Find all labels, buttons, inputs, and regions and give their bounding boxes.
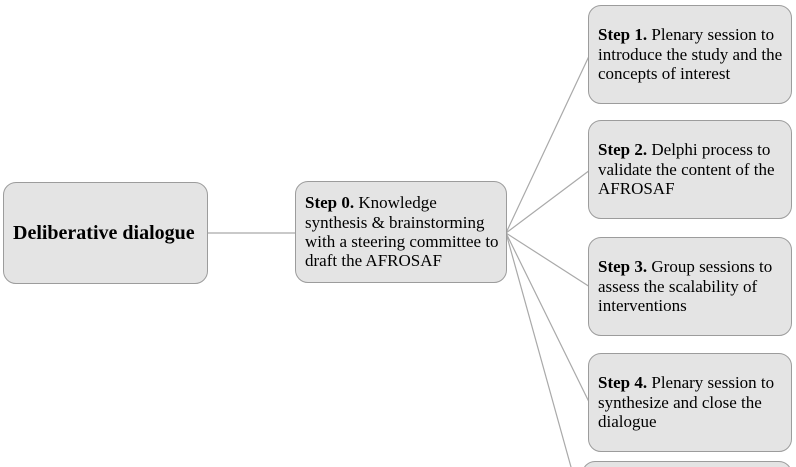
connector-hub-to-step2 [505,169,591,234]
connector-hub-to-step5 [505,232,572,467]
connector-hub-to-step3 [505,232,591,288]
step-box-1-label: Step 1. Plenary session to introduce the… [589,21,791,87]
connector-hub-to-step4 [505,232,591,405]
step-1-number: Step 1. [598,25,648,45]
step-box-4-label: Step 4. Plenary session to synthesize an… [589,369,791,435]
hub-box-label: Step 0. Knowledge synthesis & brainstorm… [296,189,506,275]
step-0-number: Step 0. [305,193,355,213]
step-2-number: Step 2. [598,140,648,160]
root-box-label: Deliberative dialogue [13,222,195,244]
partial-box-cropped [582,461,792,467]
hub-box-step-0: Step 0. Knowledge synthesis & brainstorm… [295,181,507,283]
step-4-number: Step 4. [598,373,648,393]
step-box-3-label: Step 3. Group sessions to assess the sca… [589,253,791,319]
step-box-3: Step 3. Group sessions to assess the sca… [588,237,792,336]
connector-hub-to-step1 [505,53,591,234]
step-3-number: Step 3. [598,257,648,277]
step-box-1: Step 1. Plenary session to introduce the… [588,5,792,104]
step-box-2: Step 2. Delphi process to validate the c… [588,120,792,219]
step-4-description: Plenary session to synthesize and close … [598,373,775,432]
step-3-description: Group sessions to assess the scalability… [598,257,773,316]
step-2-description: Delphi process to validate the content o… [598,140,775,199]
step-box-4: Step 4. Plenary session to synthesize an… [588,353,792,452]
step-0-description: Knowledge synthesis & brainstorming with… [305,193,499,271]
root-box-deliberative-dialogue: Deliberative dialogue [3,182,208,284]
step-box-2-label: Step 2. Delphi process to validate the c… [589,136,791,202]
step-1-description: Plenary session to introduce the study a… [598,25,783,84]
